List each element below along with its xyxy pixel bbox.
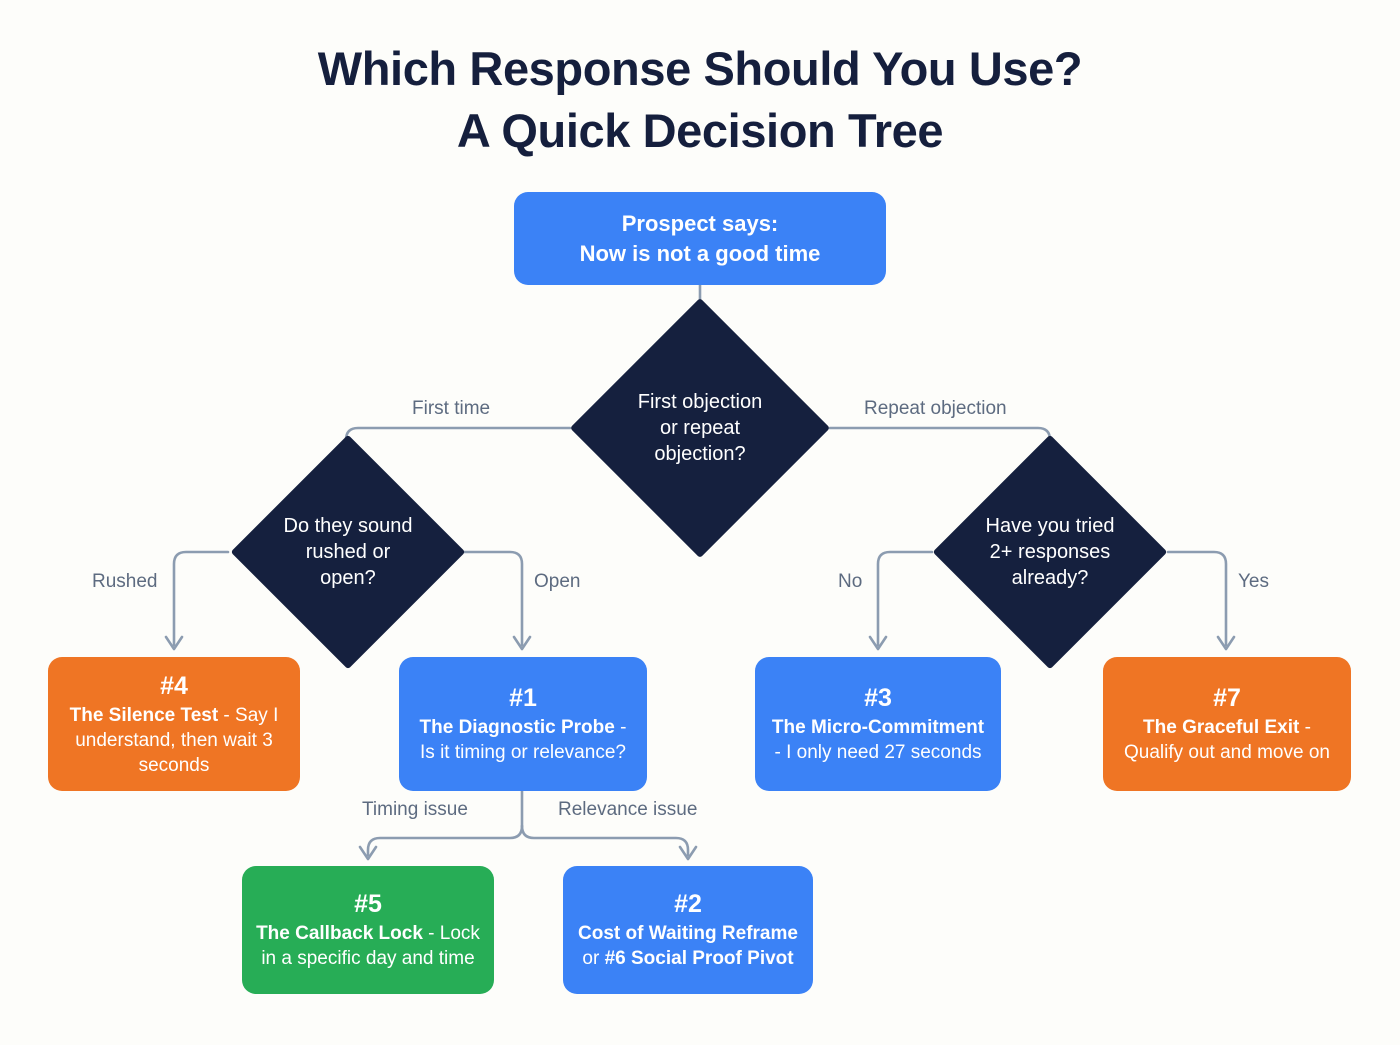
node-result-1[interactable]: #1 The Diagnostic Probe - Is it timing o… — [399, 657, 647, 791]
result-5-dash: - — [422, 923, 440, 944]
node-decision-root-label: First objection or repeat objection? — [637, 391, 763, 465]
node-result-2[interactable]: #2 Cost of Waiting Reframe or #6 Social … — [563, 866, 813, 994]
node-result-4[interactable]: #4 The Silence Test - Say I understand, … — [48, 657, 300, 791]
arrow-right-to-result3 — [868, 635, 888, 651]
result-7-dash: - — [1299, 717, 1311, 738]
wire-root-to-left — [344, 426, 572, 472]
result-3-body: The Micro-Commitment - I only need 27 se… — [767, 715, 989, 765]
result-3-number: #3 — [864, 684, 892, 712]
result-2-name-a: Cost of Waiting Reframe — [578, 923, 798, 944]
arrow-result1-to-result2 — [678, 845, 698, 861]
wire-left-to-result1 — [462, 550, 524, 647]
result-1-detail: Is it timing or relevance? — [420, 742, 626, 763]
node-decision-left[interactable]: Do they sound rushed or open? — [230, 434, 466, 670]
result-4-name: The Silence Test — [69, 704, 219, 726]
edge-label-timing-issue: Timing issue — [362, 799, 468, 820]
node-result-5[interactable]: #5 The Callback Lock - Lock in a specifi… — [242, 866, 494, 994]
result-4-dash: - — [218, 704, 236, 726]
arrow-left-to-result4 — [164, 635, 184, 651]
result-1-name: The Diagnostic Probe — [419, 717, 615, 738]
page-title: Which Response Should You Use? A Quick D… — [0, 38, 1400, 162]
result-1-dash: - — [614, 717, 627, 738]
result-1-number: #1 — [509, 684, 537, 712]
title-line-2: A Quick Decision Tree — [456, 104, 944, 157]
title-line-1: Which Response Should You Use? — [317, 42, 1083, 95]
node-decision-root[interactable]: First objection or repeat objection? — [569, 297, 831, 559]
edge-label-no: No — [838, 571, 863, 592]
edge-label-rushed: Rushed — [92, 571, 158, 592]
arrow-result1-to-result5 — [358, 845, 378, 861]
node-decision-right[interactable]: Have you tried 2+ responses already? — [932, 434, 1168, 670]
result-1-body: The Diagnostic Probe - Is it timing or r… — [411, 715, 635, 765]
wire-result1-to-result2 — [520, 824, 690, 857]
node-result-3[interactable]: #3 The Micro-Commitment - I only need 27… — [755, 657, 1001, 791]
result-5-detail: Lock in a specific day and time — [261, 923, 480, 969]
result-4-body: The Silence Test - Say I understand, the… — [60, 703, 288, 778]
result-5-body: The Callback Lock - Lock in a specific d… — [254, 921, 482, 971]
result-4-number: #4 — [160, 671, 188, 700]
edge-label-open: Open — [534, 571, 581, 592]
wire-right-to-result3 — [876, 550, 934, 647]
node-start[interactable]: Prospect says: Now is not a good time — [514, 192, 886, 285]
result-5-number: #5 — [354, 890, 382, 918]
edge-label-repeat-objection: Repeat objection — [864, 398, 1007, 419]
arrow-right-to-result7 — [1216, 635, 1236, 651]
edge-label-relevance-issue: Relevance issue — [558, 799, 698, 820]
node-decision-left-label: Do they sound rushed or open? — [283, 515, 413, 589]
edge-label-yes: Yes — [1238, 571, 1269, 592]
result-7-body: The Graceful Exit - Qualify out and move… — [1115, 715, 1339, 765]
result-7-number: #7 — [1213, 684, 1241, 712]
result-3-dash: - — [774, 742, 787, 763]
wire-root-to-right — [828, 426, 1052, 472]
result-2-name-b: #6 Social Proof Pivot — [604, 948, 794, 969]
node-result-7[interactable]: #7 The Graceful Exit - Qualify out and m… — [1103, 657, 1351, 791]
wire-left-to-result4 — [172, 550, 230, 647]
result-4-detail: Say I understand, then wait 3 seconds — [75, 704, 279, 776]
wire-right-to-result7 — [1166, 550, 1228, 647]
arrow-left-to-result1 — [512, 635, 532, 651]
result-2-conjunction: or — [582, 948, 605, 969]
result-5-name: The Callback Lock — [256, 923, 423, 944]
result-7-name: The Graceful Exit — [1143, 717, 1300, 738]
result-3-detail: I only need 27 seconds — [786, 742, 982, 763]
result-2-body: Cost of Waiting Reframe or #6 Social Pro… — [575, 921, 801, 971]
result-3-name: The Micro-Commitment — [771, 717, 985, 738]
result-2-number: #2 — [674, 890, 702, 918]
wire-result1-to-result5 — [366, 824, 524, 857]
node-start-label: Prospect says: Now is not a good time — [579, 210, 821, 266]
node-decision-right-label: Have you tried 2+ responses already? — [985, 515, 1115, 589]
result-7-detail: Qualify out and move on — [1124, 742, 1330, 763]
edge-label-first-time: First time — [412, 398, 491, 419]
